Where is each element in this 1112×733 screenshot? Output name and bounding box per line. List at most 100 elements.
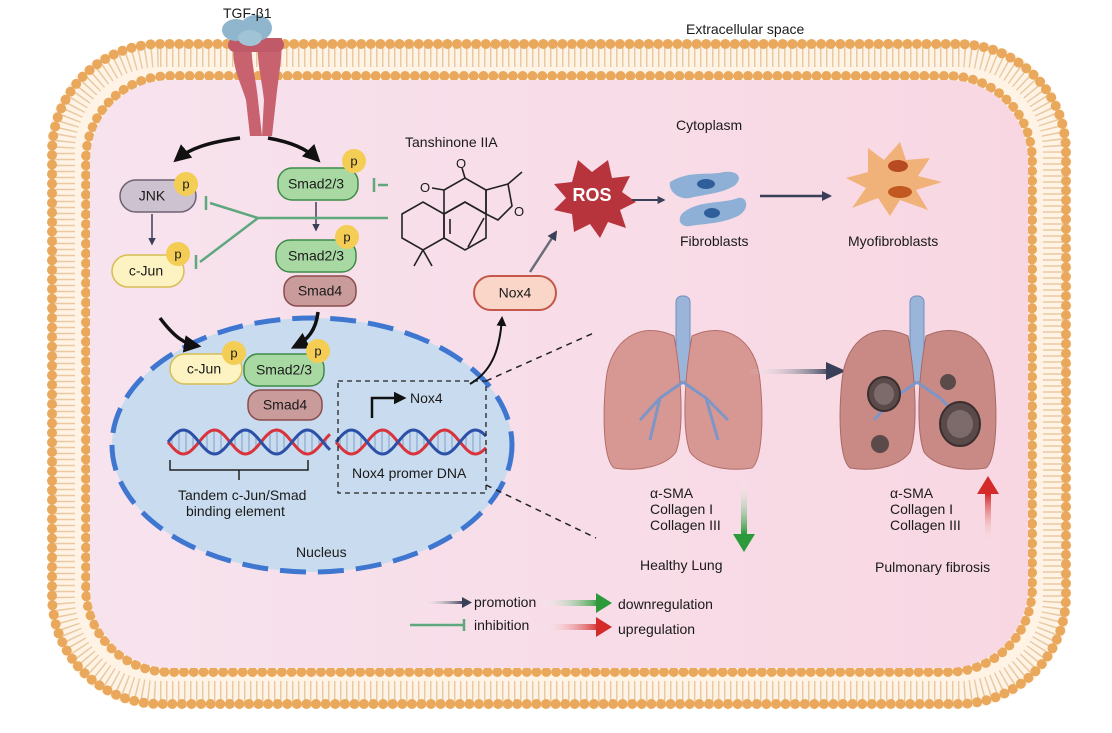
phospholipid-head [531,667,542,677]
phospholipid-head [1027,577,1037,588]
phospholipid-head [701,39,712,49]
phospholipid-head [962,698,973,709]
phospholipid-head [81,160,91,171]
progression-arrow-head [826,362,846,380]
phospholipid-head [1027,518,1037,529]
phospholipid-head [445,699,456,709]
phospholipid-head [643,39,654,49]
legend-down-head [596,593,612,613]
phospholipid-head [368,699,379,709]
phospholipid-head [1061,329,1071,340]
phospholipid-head [1027,224,1037,235]
phospholipid-head [81,238,91,249]
phospholipid-head [892,39,903,49]
phospholipid-head [136,76,147,87]
phospholipid-head [870,71,881,81]
phospholipid-head [48,131,59,141]
phospholipid-head [227,667,238,677]
phospholipid-head [797,39,807,49]
phospholipid-head [311,71,322,81]
legend-inhibition-label: inhibition [474,617,529,633]
phospholipid-head [749,39,760,49]
phospholipid-head [140,663,151,674]
phospholipid-head [598,699,609,709]
phospholipid-head [416,699,427,709]
phospholipid-head [81,464,91,475]
phospholipid-head [1027,489,1037,500]
phospholipid-head [423,39,434,49]
phospholipid-head [92,59,103,70]
phospholipid-head [909,71,920,81]
phospholipid-head [169,667,180,677]
smad23-label: Smad2/3 [288,176,344,192]
phospholipid-head [786,667,797,677]
phospholipid-head [977,78,988,89]
phospholipid-head [560,667,571,677]
phospholipid-head [65,86,76,97]
phospholipid-head [980,658,991,668]
phospholipid-head [551,667,562,677]
phospholipid-head [47,447,57,457]
phospholipid-head [1013,57,1024,68]
phospholipid-head [988,44,998,55]
phospholipid-head [1027,234,1037,245]
phospholipid-head [971,661,982,672]
phospholipid-head [608,699,619,709]
phospholipid-head [903,667,914,677]
phospholipid-head [1027,215,1037,226]
inhibition-cjun-line [199,217,259,263]
phospholipid-head [727,667,738,677]
phospholipid-head [81,562,91,573]
phospholipid-head [464,699,475,709]
phospholipid-head [47,552,57,563]
nucleus-label: Nucleus [296,544,347,560]
tgf-beta1-ligand [222,15,272,46]
jnk-protein: JNK p [119,172,198,213]
promoter-dna-label: Nox4 promer DNA [352,465,467,481]
phospholipid-head [205,699,216,709]
phospholipid-head [237,667,248,677]
phospholipid-head [360,71,371,81]
phospholipid-head [84,65,95,76]
phospholipid-head [1027,479,1037,490]
phospholipid-head [202,39,213,49]
phospholipid-head [47,197,57,208]
phospholipid-head [815,667,826,677]
phospholipid-head [413,39,424,49]
phospholipid-head [838,699,848,709]
phospholipid-head [155,39,165,49]
phospholipid-head [47,140,58,151]
phospholipid-head [854,39,865,49]
nuclear-smad4-label: Smad4 [263,397,308,413]
phospholipid-head [81,522,91,533]
phospholipid-head [1042,651,1053,662]
phospholipid-head [82,140,93,151]
dna-strand [334,428,488,456]
phospholipid-head [224,699,235,709]
phospholipid-head [108,49,119,60]
binding-element-label-1: Tandem c-Jun/Smad [178,487,306,503]
ros-burst [554,160,636,238]
arrow-receptor-to-smad [267,136,321,163]
phospholipid-head [566,71,577,81]
phospholipid-head [164,39,175,49]
phospholipid-head [605,39,616,49]
phospholipid-head [483,699,494,709]
phospholipid-head [47,590,57,601]
phospholipid-head [1061,176,1071,186]
phospholipid-head [47,341,57,352]
phospholipid-head [47,370,57,381]
phospholipid-head [196,699,207,709]
phospholipid-head [1027,313,1037,324]
phospholipid-head [482,667,493,677]
arrow-receptor-to-jnk [173,136,241,163]
phospholipid-head [50,619,61,630]
phospholipid-head [47,514,57,525]
phospholipid-head [617,699,628,709]
phospholipid-head [214,71,224,81]
phospholipid-head [694,699,705,709]
phospholipid-head [81,434,91,445]
phospholipid-head [429,71,440,81]
phospholipid-head [47,150,57,160]
phospholipid-head [385,39,395,49]
